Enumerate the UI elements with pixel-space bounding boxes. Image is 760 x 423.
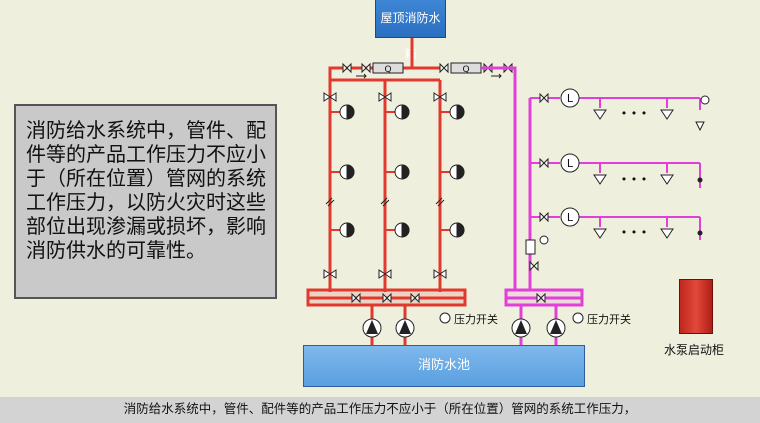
hydrant-outlet: [394, 164, 410, 180]
sprinkler-head: [593, 228, 607, 239]
valve: [410, 292, 420, 304]
end-devices: [697, 177, 703, 236]
check-valves: [356, 73, 502, 79]
valve: [433, 269, 447, 279]
alarm-valve: [560, 207, 580, 227]
explanation-text: 消防给水系统中，管件、配件等的产品工作压力不应小于（所在位置）管网的系统工作压力…: [26, 118, 266, 262]
pressure-switch-icons: [439, 312, 584, 324]
hydrant-outlets: [339, 104, 465, 238]
pressure-switch-icon: [572, 312, 584, 324]
hydrant-outlet: [394, 104, 410, 120]
alarm-valve: [560, 153, 580, 173]
hydrant-outlet: [449, 104, 465, 120]
pump: [395, 318, 415, 338]
valve: [351, 292, 361, 304]
valve: [323, 92, 337, 102]
rooftop-tank: 屋顶消防水箱: [375, 0, 446, 61]
valve: [433, 92, 447, 102]
hydrant-outlet: [339, 164, 355, 180]
explanation-box: 消防给水系统中，管件、配件等的产品工作压力不应小于（所在位置）管网的系统工作压力…: [14, 104, 277, 299]
hydrant-outlet: [394, 222, 410, 238]
sprinkler-system: [481, 66, 584, 345]
sprinkler-head: [660, 228, 674, 239]
flow-switch-letter: Q: [384, 65, 391, 75]
alarm-valves: L L L: [560, 88, 580, 227]
pump-control-cabinet: [679, 279, 713, 334]
sprinkler-heads: [593, 109, 674, 239]
alarm-valve-letter: L: [567, 157, 574, 170]
hydrant-outlet: [449, 164, 465, 180]
sprinkler-head: [593, 109, 607, 120]
sprinkler-top-header: [481, 66, 517, 290]
pipe-break-marks: [325, 197, 445, 207]
ellipsis: • • •: [621, 226, 647, 239]
alarm-valve: [560, 88, 580, 108]
hydrant-outlet: [339, 222, 355, 238]
valve: [439, 62, 449, 74]
flow-switch-letter: Q: [462, 65, 469, 75]
flow-switch: [372, 62, 404, 74]
valve: [378, 92, 392, 102]
ellipsis: • • •: [621, 107, 647, 120]
valve: [323, 269, 337, 279]
pump: [546, 318, 566, 338]
gate-valves: [323, 62, 513, 304]
valve: [382, 292, 392, 304]
sprinkler-valves: [536, 92, 549, 304]
alarm-valve-letter: L: [567, 92, 574, 105]
fire-water-pool: 消防水池: [303, 345, 585, 387]
pressure-gauge: [525, 235, 549, 272]
pressure-switch-label-left: 压力开关: [454, 313, 498, 326]
valve: [361, 62, 371, 74]
hydrant-top-header: [328, 66, 345, 112]
pump: [511, 318, 531, 338]
subtitle-bar: 消防给水系统中，管件、配件等的产品工作压力不应小于（所在位置）管网的系统工作压力…: [0, 397, 760, 423]
sprinkler-head: [660, 109, 674, 120]
pump-control-cabinet-label: 水泵启动柜: [664, 343, 725, 357]
sprinkler-branches: [530, 97, 701, 240]
valve: [342, 62, 352, 74]
pressure-switch-icon: [439, 312, 451, 324]
pressure-switch-label-right: 压力开关: [587, 313, 631, 326]
sprinkler-head: [593, 174, 607, 185]
valve: [378, 269, 392, 279]
end-test-valve: [695, 95, 710, 132]
hydrant-outlet: [339, 104, 355, 120]
ellipsis: • • •: [621, 173, 647, 186]
hydrant-outlet: [449, 222, 465, 238]
sprinkler-head: [660, 174, 674, 185]
pumps: [362, 318, 566, 338]
alarm-valve-letter: L: [567, 211, 574, 224]
pump: [362, 318, 382, 338]
